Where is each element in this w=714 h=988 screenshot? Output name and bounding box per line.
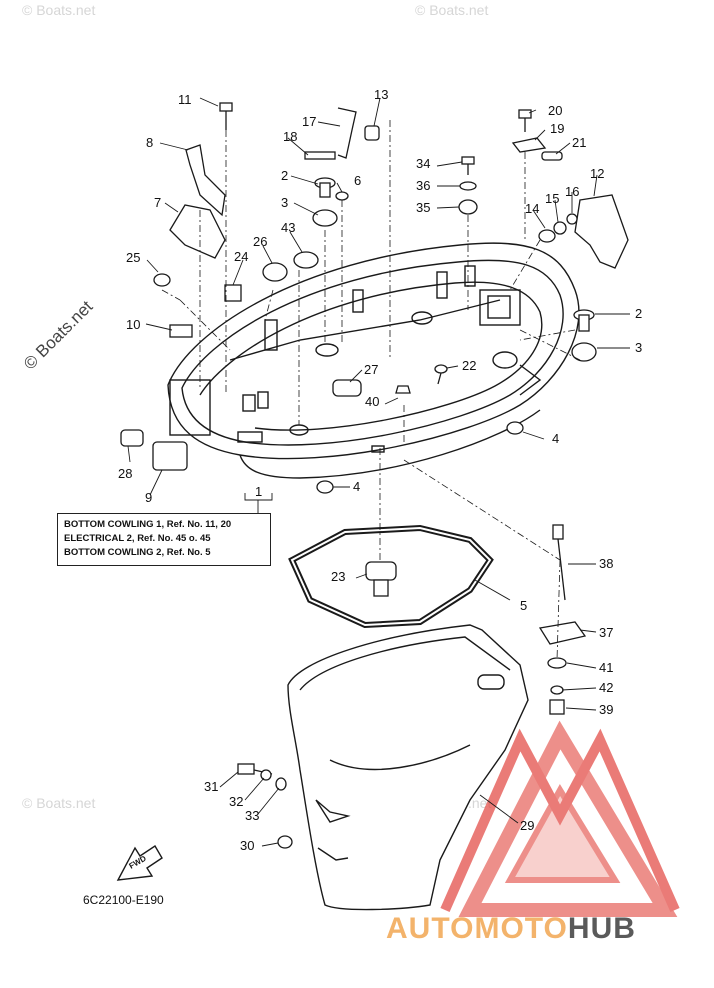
callout-10: 10 bbox=[126, 317, 140, 332]
callout-8: 8 bbox=[146, 135, 153, 150]
logo-triangle-inner bbox=[504, 784, 621, 883]
callout-9: 9 bbox=[145, 490, 152, 505]
callout-2a: 2 bbox=[281, 168, 288, 183]
bottom-cowling-1 bbox=[167, 242, 580, 479]
callout-7: 7 bbox=[154, 195, 161, 210]
callout-15: 15 bbox=[545, 191, 559, 206]
watermark-top-left: © Boats.net bbox=[22, 2, 96, 18]
watermark-lower-left: © Boats.net bbox=[22, 795, 96, 811]
brand-auto: AUTO bbox=[386, 912, 475, 945]
brand-hub: HUB bbox=[567, 912, 636, 945]
callout-11: 11 bbox=[178, 92, 192, 107]
callout-13: 13 bbox=[374, 87, 388, 102]
bottom-cowling-2 bbox=[287, 624, 529, 911]
note-line: BOTTOM COWLING 1, Ref. No. 11, 20 bbox=[64, 519, 232, 530]
callout-6: 6 bbox=[354, 173, 361, 188]
logo-m-stroke bbox=[440, 728, 680, 913]
small-parts bbox=[120, 102, 629, 849]
note-line: BOTTOM COWLING 2, Ref. No. 5 bbox=[64, 547, 211, 558]
callout-17: 17 bbox=[302, 114, 316, 129]
callout-43: 43 bbox=[281, 220, 295, 235]
callout-23: 23 bbox=[331, 569, 345, 584]
callout-3b: 3 bbox=[635, 340, 642, 355]
callout-37: 37 bbox=[599, 625, 613, 640]
callout-18: 18 bbox=[283, 129, 297, 144]
callout-4b: 4 bbox=[353, 479, 360, 494]
callout-27: 27 bbox=[364, 362, 378, 377]
diagram-code: 6C22100-E190 bbox=[83, 893, 164, 907]
callout-34: 34 bbox=[416, 156, 430, 171]
automotohub-wordmark: AUTOMOTOHUB bbox=[386, 912, 636, 946]
callout-33: 33 bbox=[245, 808, 259, 823]
callout-40: 40 bbox=[365, 394, 379, 409]
fwd-arrow-icon: FWD bbox=[116, 845, 163, 881]
callout-31: 31 bbox=[204, 779, 218, 794]
callout-14: 14 bbox=[525, 201, 539, 216]
callout-36: 36 bbox=[416, 178, 430, 193]
phantom-lines bbox=[161, 120, 581, 661]
callout-2b: 2 bbox=[635, 306, 642, 321]
callout-20: 20 bbox=[548, 103, 562, 118]
callout-16: 16 bbox=[565, 184, 579, 199]
callout-24: 24 bbox=[234, 249, 248, 264]
callout-42: 42 bbox=[599, 680, 613, 695]
callout-32: 32 bbox=[229, 794, 243, 809]
callout-12: 12 bbox=[590, 166, 604, 181]
callout-35: 35 bbox=[416, 200, 430, 215]
callout-5: 5 bbox=[520, 598, 527, 613]
watermark-top-right: © Boats.net bbox=[415, 2, 489, 18]
callout-22: 22 bbox=[462, 358, 476, 373]
brand-moto: MOTO bbox=[474, 912, 568, 945]
callout-25: 25 bbox=[126, 250, 140, 265]
automotohub-logo-mark bbox=[440, 720, 680, 917]
callout-21: 21 bbox=[572, 135, 586, 150]
callout-4a: 4 bbox=[552, 431, 559, 446]
rubber-seal-5 bbox=[288, 524, 494, 629]
callout-38: 38 bbox=[599, 556, 613, 571]
callout-30: 30 bbox=[240, 838, 254, 853]
callout-26: 26 bbox=[253, 234, 267, 249]
callout-1: 1 bbox=[255, 484, 262, 499]
callout-19: 19 bbox=[550, 121, 564, 136]
callout-29: 29 bbox=[520, 818, 534, 833]
callout-39: 39 bbox=[599, 702, 613, 717]
callout-28: 28 bbox=[118, 466, 132, 481]
leader-lines bbox=[127, 97, 630, 847]
callout-41: 41 bbox=[599, 660, 613, 675]
logo-triangle-outer bbox=[458, 720, 678, 917]
note-line: ELECTRICAL 2, Ref. No. 45 o. 45 bbox=[64, 533, 211, 544]
callout-3a: 3 bbox=[281, 195, 288, 210]
reference-note-box: BOTTOM COWLING 1, Ref. No. 11, 20 ELECTR… bbox=[57, 513, 271, 566]
